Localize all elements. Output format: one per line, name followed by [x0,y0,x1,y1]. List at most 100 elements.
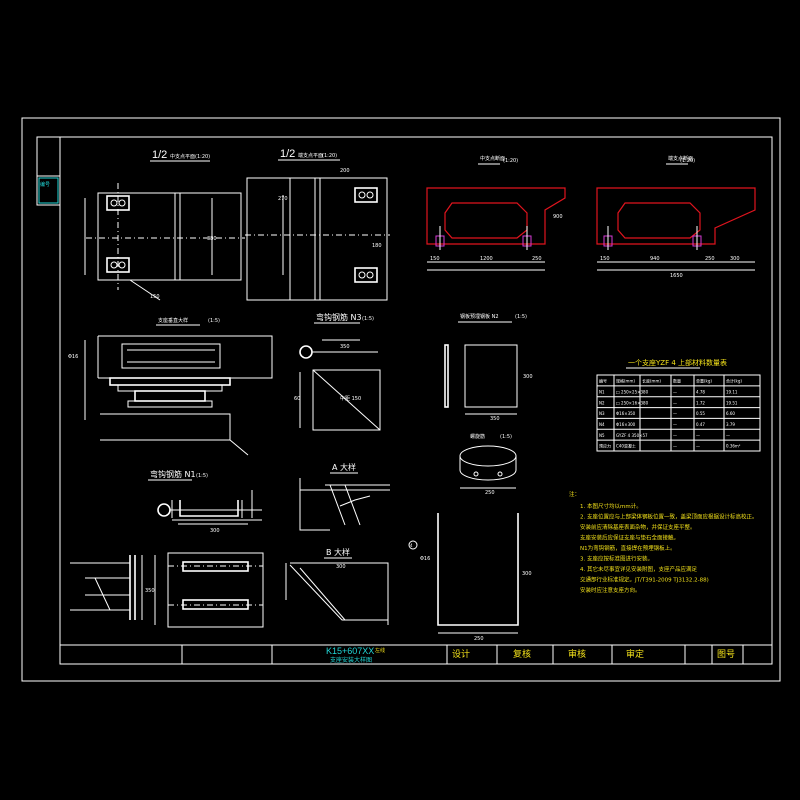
section-end: 端支点断面 (1:20) 150 940 250 300 1650 [596,155,756,279]
sec-left-h: 900 [553,214,563,220]
rebar-n2: 钢板预埋钢板 N2 (1:5) 350 300 [444,313,533,422]
rebar-n3: 弯钩钢筋 N3 (1:5) 350 中距 150 60 [294,312,381,431]
sec-left-c: 250 [532,256,542,262]
rebar-n2-scale: (1:5) [515,314,527,320]
table-cell: GYZF 4 350×57 [616,433,648,438]
table-cell: — [696,433,700,438]
ring-title: 螺旋筋 [470,433,485,440]
inner-frame [59,136,773,665]
title-block: K15+607XX 左线 支座安装大样图 设计 复核 审核 审定 图号 [60,644,772,664]
tb-approve: 审定 [626,648,644,659]
dim-plan-note: 150 [150,294,160,300]
dim-plan-a: 200 [340,168,350,174]
detail-b-title: B 大样 [326,547,350,557]
table-cell: 0.55 [696,411,705,416]
rebar-n1-scale: (1:5) [196,473,208,479]
sec-right-a: 150 [600,256,610,262]
table-cell: 0.47 [696,422,705,427]
outer-frame [21,117,781,682]
rebar-n1: 弯钩钢筋 N1 (1:5) 300 [148,469,262,534]
table-cell: 1.72 [696,400,705,405]
detail-b: B 大样 300 [285,547,389,625]
n3-len: 350 [340,344,350,350]
note-line: 2. 支座位置应与上部梁体钢板位置一致，盖梁顶面应根据设计标高校正。 [580,513,758,521]
side-label: 编号 [40,181,50,188]
section-end-scale: (1:20) [680,158,695,164]
table-cell: N2 [599,400,605,405]
table-header-cell: 长度(mm) [642,378,661,384]
stirrup-w: 250 [474,636,484,642]
table-cell: 3.79 [726,422,735,427]
sec-right-total: 1650 [670,273,683,279]
sec-right-b: 940 [650,256,660,262]
tb-review: 审核 [568,648,586,659]
table-header-cell: 合计(kg) [726,378,742,384]
table-cell: N4 [599,422,605,427]
table-cell: 0.36m³ [726,444,741,449]
bl-dim: 350 [145,588,155,594]
support-detail: 支座垂直大样 (1:5) Φ16 [68,317,273,456]
n1-len: 300 [210,528,220,534]
detail-phi16: Φ16 [68,354,78,360]
detail-support-scale: (1:5) [208,318,220,324]
section-mid: 中支点断面 (1:20) 150 1200 250 900 [426,155,566,271]
table-cell: — [673,422,677,427]
table-cell: 6.60 [726,411,735,416]
tb-drawing-name: 支座安装大样图 [330,656,372,664]
sec-left-b: 1200 [480,256,493,262]
half-plan-mid-scale: (1:20) [195,154,210,160]
table-cell: 19.11 [726,389,738,394]
stirrup-h: 300 [522,571,532,577]
note-line: 1. 本图尺寸均以mm计。 [580,502,642,510]
detail-a-title: A 大样 [332,462,356,472]
n3-h: 60 [294,396,300,402]
stirrup-phi: Φ16 [420,556,430,562]
n2-w: 350 [490,416,500,422]
svg-text:4: 4 [410,543,413,548]
table-cell: Φ16×350 [616,411,636,416]
n3-inner: 中距 150 [340,395,361,402]
half-plan-end-scale: (1:20) [322,153,337,159]
table-cell: — [726,433,730,438]
table-header-cell: 编号 [599,378,607,384]
side-label-block: 编号 [36,136,61,206]
half-plan-end-title: 1/2 [280,148,295,160]
table-cell: N1 [599,389,605,394]
table-title: 一个支座YZF 4 上部材料数量表 [628,358,727,367]
table-header-cell: 单重(kg) [696,378,712,384]
tb-sheet: 图号 [717,649,735,659]
notes: 注： 1. 本图尺寸均以mm计。2. 支座位置应与上部梁体钢板位置一致，盖梁顶面… [569,490,758,594]
note-line: 安装时应注意支座方向。 [580,586,641,594]
table-cell: — [673,389,677,394]
bottom-left-views: 350 [70,552,264,628]
table-cell: Φ16×300 [616,422,636,427]
half-plan-end-suffix: 端支点平面 [298,152,323,159]
table-header-cell: 规格(mm) [616,378,635,384]
bottom-stirrup: 4 Φ16 300 250 [408,513,532,642]
sec-left-a: 150 [430,256,440,262]
half-plan-mid-suffix: 中支点平面 [170,153,195,160]
section-mid-scale: (1:20) [503,158,518,164]
table-cell: □ 250×16×380 [616,400,649,405]
n2-h: 300 [523,374,533,380]
note-line: 4. 其它未尽事宜详见安装附图，支座产品应满足 [580,565,697,573]
note-line: 安装前应清除基座表面杂物，并保证支座平整。 [580,523,696,531]
table-cell: — [673,444,677,449]
note-line: 交通部行业标准规定。JT/T391-2009 TJ3132.2-88) [580,576,709,584]
dim-plan-d: 180 [372,243,382,249]
table-cell: N3 [599,411,605,416]
tb-project-suffix: 左线 [375,647,385,654]
ring-scale: (1:5) [500,434,512,440]
sec-right-c: 250 [705,256,715,262]
half-plan-views: 1/2 中支点平面 (1:20) 1/2 端支点平面 (1:20) 380 15… [84,148,390,301]
tb-design: 设计 [452,648,470,659]
rebar-n3-title: 弯钩钢筋 N3 [316,312,362,322]
detail-support-title: 支座垂直大样 [158,317,188,324]
rebar-n3-scale: (1:5) [362,316,374,322]
ring-d: 250 [485,490,495,496]
note-line: N1为弯钩钢筋，直接焊在预埋钢板上。 [580,544,676,552]
half-plan-mid-title: 1/2 [152,149,167,161]
table-header-cell: 数量 [673,378,681,384]
rebar-n1-title: 弯钩钢筋 N1 [150,469,196,479]
